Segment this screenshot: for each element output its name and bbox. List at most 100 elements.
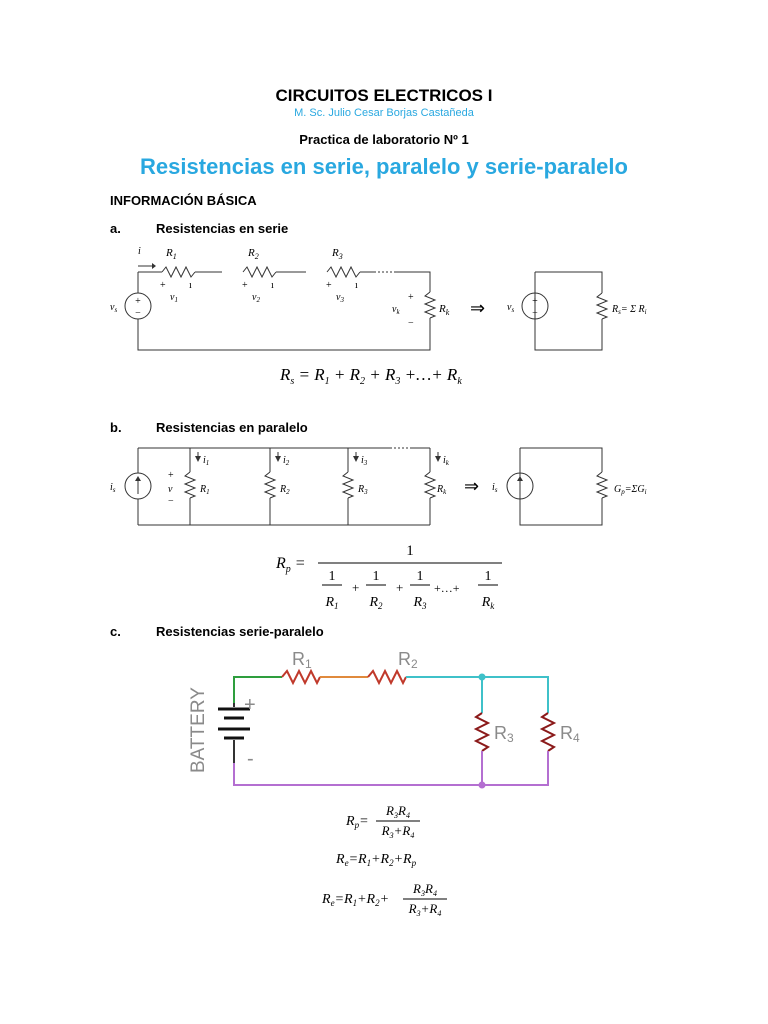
lab-title: Practica de laboratorio Nº 1 xyxy=(299,132,469,147)
svg-text:vs: vs xyxy=(507,302,514,314)
subsection-c-label: Resistencias serie-paralelo xyxy=(156,624,324,639)
equivalence-arrow-icon: ⇒ xyxy=(470,298,485,318)
svg-text:i1: i1 xyxy=(203,455,209,467)
series-resistor-zigzags xyxy=(161,265,609,320)
svg-text:i2: i2 xyxy=(283,455,290,467)
svg-text:1: 1 xyxy=(373,569,380,584)
svg-text:v: v xyxy=(168,484,173,495)
svg-text:+: + xyxy=(532,296,538,307)
subsection-b-letter: b. xyxy=(110,420,122,435)
svg-text:v2: v2 xyxy=(252,292,260,304)
svg-text:R3: R3 xyxy=(494,723,514,745)
series-circuit-wires xyxy=(137,271,603,351)
section-heading: INFORMACIÓN BÁSICA xyxy=(110,193,257,208)
svg-text:R3+R4: R3+R4 xyxy=(381,823,415,840)
svg-text:vs: vs xyxy=(110,302,117,314)
svg-text:R4: R4 xyxy=(560,723,580,745)
resistor-r3 xyxy=(473,712,491,752)
svg-text:Rk: Rk xyxy=(481,595,496,611)
svg-text:−: − xyxy=(168,496,174,507)
svg-text:1: 1 xyxy=(417,569,424,584)
voltage-source-icon xyxy=(124,292,152,320)
svg-text:ı: ı xyxy=(189,280,192,291)
formula-rp: Rp= R3R4 R3+R4 xyxy=(345,803,420,840)
svg-text:R2: R2 xyxy=(398,649,418,671)
svg-text:1: 1 xyxy=(485,569,492,584)
svg-text:−: − xyxy=(408,318,414,329)
svg-text:Gp=ΣGi: Gp=ΣGi xyxy=(614,484,647,496)
subsection-b-label: Resistencias en paralelo xyxy=(156,420,308,435)
resistor-r1 xyxy=(281,668,321,686)
equivalent-voltage-source-icon xyxy=(521,292,549,320)
svg-text:−: − xyxy=(135,308,141,319)
svg-text:+: + xyxy=(160,280,166,291)
svg-text:+: + xyxy=(135,296,141,307)
svg-text:v3: v3 xyxy=(336,292,344,304)
subsection-a-label: Resistencias en serie xyxy=(156,221,289,236)
svg-text:Rs= Σ Ri: Rs= Σ Ri xyxy=(611,304,647,316)
branch-current-arrows xyxy=(195,452,441,462)
svg-text:-: - xyxy=(247,748,254,770)
svg-text:Re=R1+R2+: Re=R1+R2+ xyxy=(321,892,389,908)
svg-text:R3R4: R3R4 xyxy=(412,881,437,898)
svg-text:R1: R1 xyxy=(199,484,210,496)
svg-text:R3: R3 xyxy=(412,595,427,611)
svg-text:−: − xyxy=(532,308,538,319)
svg-text:R1: R1 xyxy=(292,649,312,671)
svg-text:R1: R1 xyxy=(324,595,338,611)
formula-re-1: Re=R1+R2+Rp xyxy=(335,852,417,868)
current-label: i xyxy=(138,246,141,257)
equivalent-current-source-icon xyxy=(506,472,534,500)
parallel-circuit-diagram: is is + v − i1 i2 i3 ik R1 R2 R3 Rk ⇒ Gp… xyxy=(110,447,647,611)
svg-text:R3+R4: R3+R4 xyxy=(408,901,442,918)
svg-text:R3R4: R3R4 xyxy=(385,803,410,820)
svg-text:ik: ik xyxy=(443,455,450,467)
parallel-formula: Rp = 1 1 R1 + 1 R2 + 1 R3 +…+ 1 Rk xyxy=(275,543,502,611)
svg-text:+: + xyxy=(408,292,414,303)
svg-text:R2: R2 xyxy=(279,484,290,496)
series-parallel-circuit-diagram: BATTERY + - R1 R2 R3 R4 xyxy=(188,649,580,789)
main-title: Resistencias en serie, paralelo y serie-… xyxy=(140,154,628,179)
svg-text:Re=R1+R2+Rp: Re=R1+R2+Rp xyxy=(335,852,417,868)
svg-text:1: 1 xyxy=(329,569,336,584)
svg-text:ı: ı xyxy=(355,280,358,291)
series-formula: Rs = R1 + R2 + R3 +…+ Rk xyxy=(279,365,462,387)
svg-text:+: + xyxy=(352,580,359,595)
svg-text:+: + xyxy=(244,694,256,716)
svg-text:v1: v1 xyxy=(170,292,178,304)
svg-text:+: + xyxy=(242,280,248,291)
svg-text:Rp=: Rp= xyxy=(345,814,369,830)
resistor-r2 xyxy=(367,668,407,686)
svg-text:Rk: Rk xyxy=(436,484,447,496)
svg-text:+: + xyxy=(396,580,403,595)
svg-text:is: is xyxy=(492,482,498,494)
battery-label: BATTERY xyxy=(188,687,209,773)
svg-text:R3: R3 xyxy=(357,484,368,496)
parallel-circuit-wires xyxy=(137,447,603,526)
svg-text:+…+: +…+ xyxy=(434,581,460,595)
series-parallel-formulas: Rp= R3R4 R3+R4 Re=R1+R2+Rp Re=R1+R2+ R3R… xyxy=(321,803,447,918)
svg-text:ı: ı xyxy=(271,280,274,291)
battery-icon xyxy=(218,703,250,763)
svg-text:R1: R1 xyxy=(165,247,177,261)
series-circuit-diagram: + − + − i R1 R2 R3 +ı +ı +ı v1 v2 v3 vs … xyxy=(110,246,647,387)
author-name: M. Sc. Julio Cesar Borjas Castañeda xyxy=(294,107,474,119)
equivalence-arrow-icon: ⇒ xyxy=(464,476,479,496)
current-source-icon xyxy=(124,472,152,500)
svg-text:+: + xyxy=(168,470,174,481)
svg-text:Rk: Rk xyxy=(438,303,450,317)
subsection-a-letter: a. xyxy=(110,221,121,236)
svg-text:R2: R2 xyxy=(368,595,383,611)
subsection-c-letter: c. xyxy=(110,624,121,639)
resistor-r4 xyxy=(539,712,557,752)
parallel-resistor-zigzags xyxy=(183,471,609,499)
svg-text:1: 1 xyxy=(406,543,414,559)
svg-text:Rp =: Rp = xyxy=(275,555,306,575)
formula-re-2: Re=R1+R2+ R3R4 R3+R4 xyxy=(321,881,447,918)
course-title: CIRCUITOS ELECTRICOS I xyxy=(275,86,493,105)
svg-text:R3: R3 xyxy=(331,247,343,261)
svg-text:+: + xyxy=(326,280,332,291)
svg-text:vk: vk xyxy=(392,304,400,316)
svg-text:is: is xyxy=(110,482,116,494)
svg-text:R2: R2 xyxy=(247,247,259,261)
